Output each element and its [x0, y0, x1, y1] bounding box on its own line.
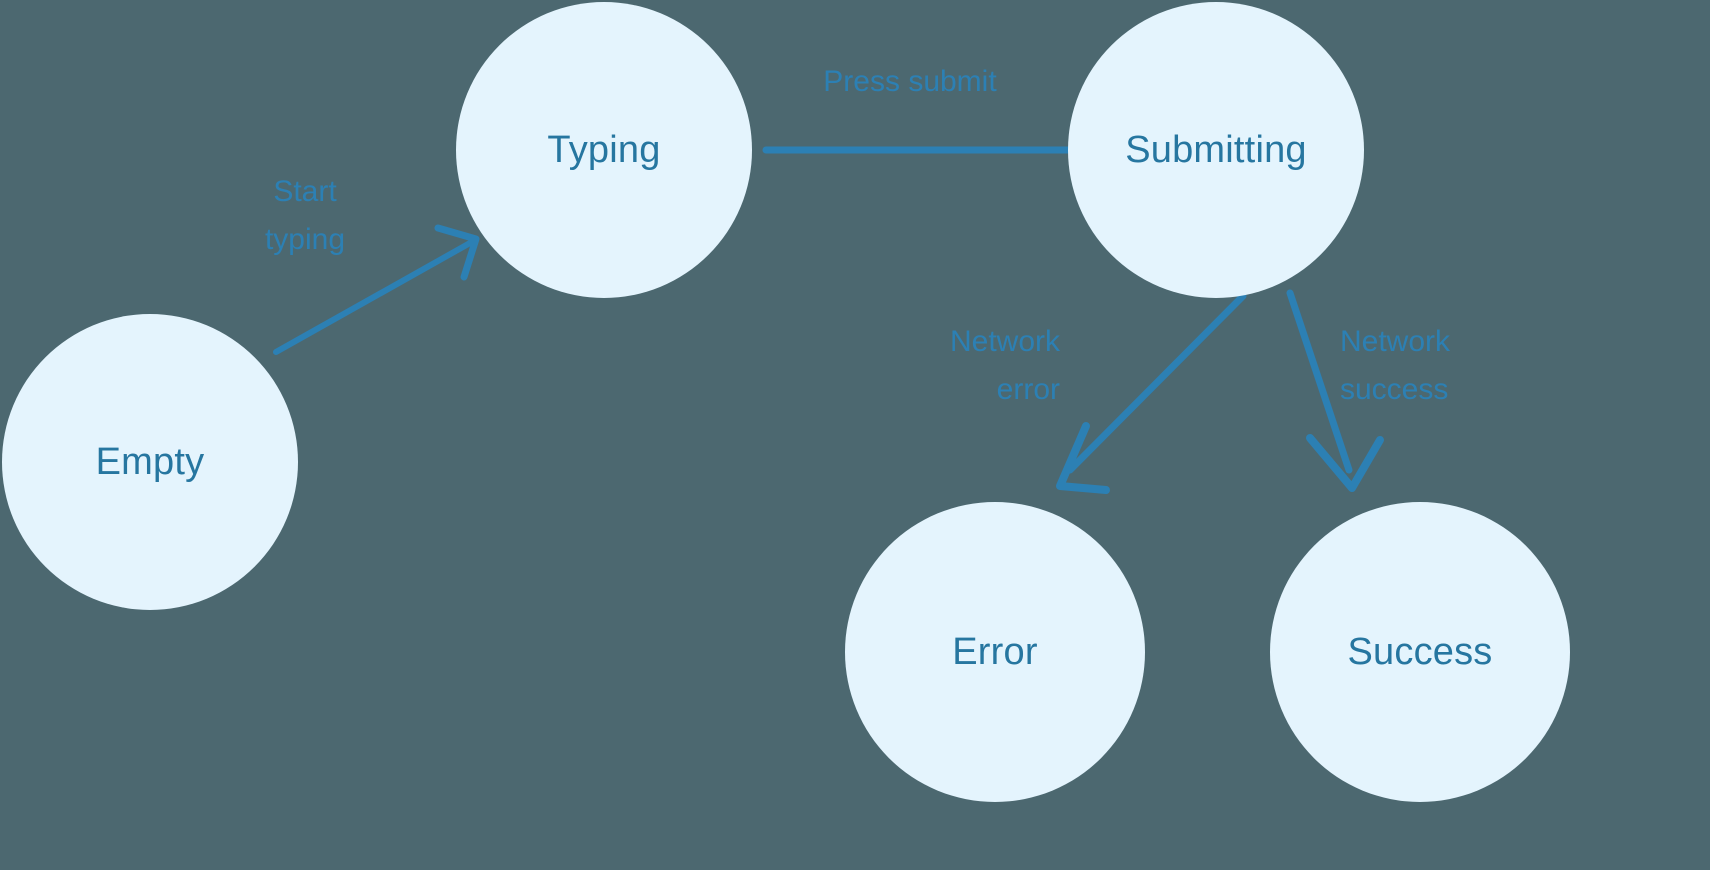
- state-node-error[interactable]: Error: [845, 502, 1145, 802]
- edge-network-success: [1286, 289, 1384, 492]
- state-node-typing-label: Typing: [547, 128, 661, 171]
- edge-network-error: [1056, 292, 1247, 494]
- edge-start-typing-line: [273, 240, 473, 355]
- state-node-submitting-label: Submitting: [1125, 128, 1307, 171]
- state-node-error-label: Error: [952, 630, 1038, 673]
- edge-label-network-success: Network success: [1340, 325, 1451, 406]
- edge-network-success-line: [1286, 289, 1353, 474]
- edge-network-success-arrowhead: [1306, 434, 1384, 492]
- state-node-success[interactable]: Success: [1270, 502, 1570, 802]
- edge-start-typing-arrowhead: [434, 224, 480, 281]
- state-node-submitting[interactable]: Submitting: [1068, 2, 1364, 298]
- edge-label-press-submit: Press submit: [823, 65, 997, 98]
- edge-network-error-arrowhead: [1056, 422, 1110, 494]
- edge-label-network-error: Network error: [949, 325, 1060, 406]
- state-node-empty-label: Empty: [95, 440, 205, 483]
- edge-network-error-line: [1066, 292, 1247, 474]
- state-node-success-label: Success: [1347, 630, 1493, 673]
- state-node-typing[interactable]: Typing: [456, 2, 752, 298]
- edge-start-typing: [273, 224, 480, 355]
- state-node-empty[interactable]: Empty: [2, 314, 298, 610]
- edge-label-start-typing: Start typing: [264, 175, 346, 256]
